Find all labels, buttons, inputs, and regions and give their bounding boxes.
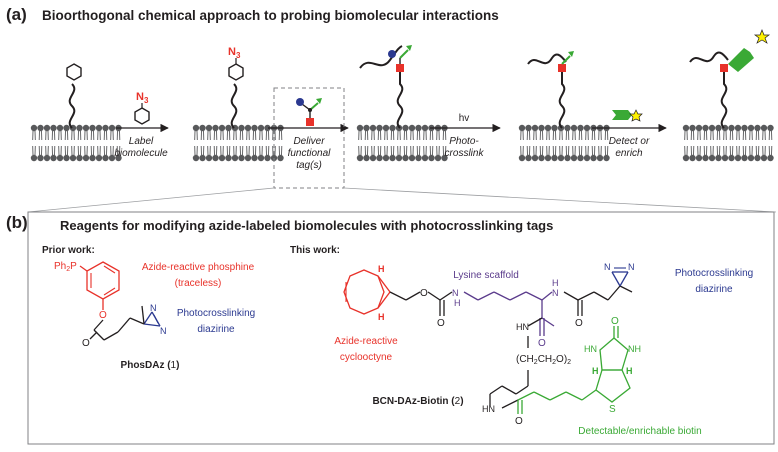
diazirine-n1: N [150, 303, 157, 313]
azide-reagent-n3: N3 [136, 91, 149, 105]
diazirine-n-b: N [628, 262, 635, 272]
carbamate-o2: O [437, 318, 445, 329]
panel-b-title: Reagents for modifying azide-labeled bio… [60, 218, 553, 233]
biotin-h-left: H [592, 366, 599, 376]
detection-reagent-icon [612, 109, 643, 122]
lipid-bilayer [518, 124, 611, 162]
carbamate-h: H [454, 298, 461, 308]
lipid-bilayer [192, 124, 285, 162]
biotin-amide-nh: HN [482, 404, 495, 414]
amide-n-right: N [552, 288, 559, 298]
prior-work-heading: Prior work: [42, 245, 95, 256]
lysine-scaffold-label: Lysine scaffold [453, 270, 519, 281]
amide-o-right: O [575, 318, 583, 329]
cyclooctyne-label-2: cyclooctyne [340, 352, 393, 363]
lipid-bilayer [356, 124, 449, 162]
phosdaz-name: PhosDAz (1) [121, 360, 180, 371]
phosdaz-structure [79, 261, 161, 341]
amide-h-right: H [552, 278, 559, 288]
bcn-daz-biotin-structure [343, 267, 633, 414]
lysine-nh: HN [516, 322, 529, 332]
stage1-biomolecule [66, 63, 82, 129]
stage5-detected [689, 29, 771, 129]
lipid-bilayer [30, 124, 123, 162]
this-diazirine-label-1: Photocrosslinking [675, 268, 753, 279]
lysine-o: O [538, 338, 546, 349]
deliver-line2: functional [288, 148, 332, 159]
prior-diazirine-label-2: diazirine [197, 324, 235, 335]
biotin-hn-left: HN [584, 344, 597, 354]
diazirine-n-a: N [604, 262, 611, 272]
phosphine-label-1: Azide-reactive phosphine [142, 262, 255, 273]
phosphine-label-2: (traceless) [175, 278, 222, 289]
stage4-crosslinked [527, 51, 574, 129]
photo-line1: Photo- [449, 136, 479, 147]
biotin-h-right: H [626, 366, 633, 376]
detect-line2: enrich [615, 148, 643, 159]
callout-line-right [343, 187, 777, 213]
callout-line-left [27, 187, 275, 213]
prior-diazirine-label-1: Photocrosslinking [177, 308, 255, 319]
panel-b-label: (b) [6, 213, 28, 232]
deliver-line1: Deliver [293, 136, 325, 147]
stage3-tagged-biomolecule [359, 45, 412, 129]
stage2-azide-biomolecule: N3 [228, 46, 244, 129]
bcn-h-top: H [378, 264, 385, 274]
biotin-s: S [609, 404, 616, 415]
bcn-daz-biotin-name: BCN-DAz-Biotin (2) [372, 396, 463, 407]
step-label-line2: biomolecule [114, 148, 168, 159]
hv-label: hv [459, 113, 470, 124]
lipid-bilayer [682, 124, 775, 162]
functional-tag-icon [296, 98, 322, 126]
diazirine-n2: N [160, 326, 167, 336]
cyclooctyne-label-1: Azide-reactive [334, 336, 398, 347]
bcn-h-bottom: H [378, 312, 385, 322]
carbamate-nh: N [452, 288, 459, 298]
ester-o-label: O [99, 310, 107, 321]
detect-line1: Detect or [609, 136, 650, 147]
functional-tag-box [273, 87, 345, 189]
this-diazirine-label-2: diazirine [695, 284, 733, 295]
panel-b-frame [27, 211, 775, 445]
panel-a-label: (a) [6, 5, 27, 24]
stage2-n3-label: N3 [228, 46, 241, 60]
peg-label: (CH2CH2O)2 [516, 354, 571, 366]
azide-reagent-hexagon [134, 107, 150, 125]
carbamate-o: O [420, 288, 428, 299]
panel-a-title: Bioorthogonal chemical approach to probi… [42, 8, 499, 23]
this-work-heading: This work: [290, 245, 340, 256]
biotin-amide-o: O [515, 416, 523, 427]
step-label-line1: Label [129, 136, 154, 147]
biotin-label: Detectable/enrichable biotin [578, 426, 701, 437]
biotin-o: O [611, 316, 619, 327]
carbonyl-o-label: O [82, 338, 90, 349]
biotin-nh-right: NH [628, 344, 641, 354]
photo-line2: crosslink [445, 148, 485, 159]
ph2p-label: Ph2P [54, 261, 77, 273]
deliver-line3: tag(s) [296, 160, 322, 171]
